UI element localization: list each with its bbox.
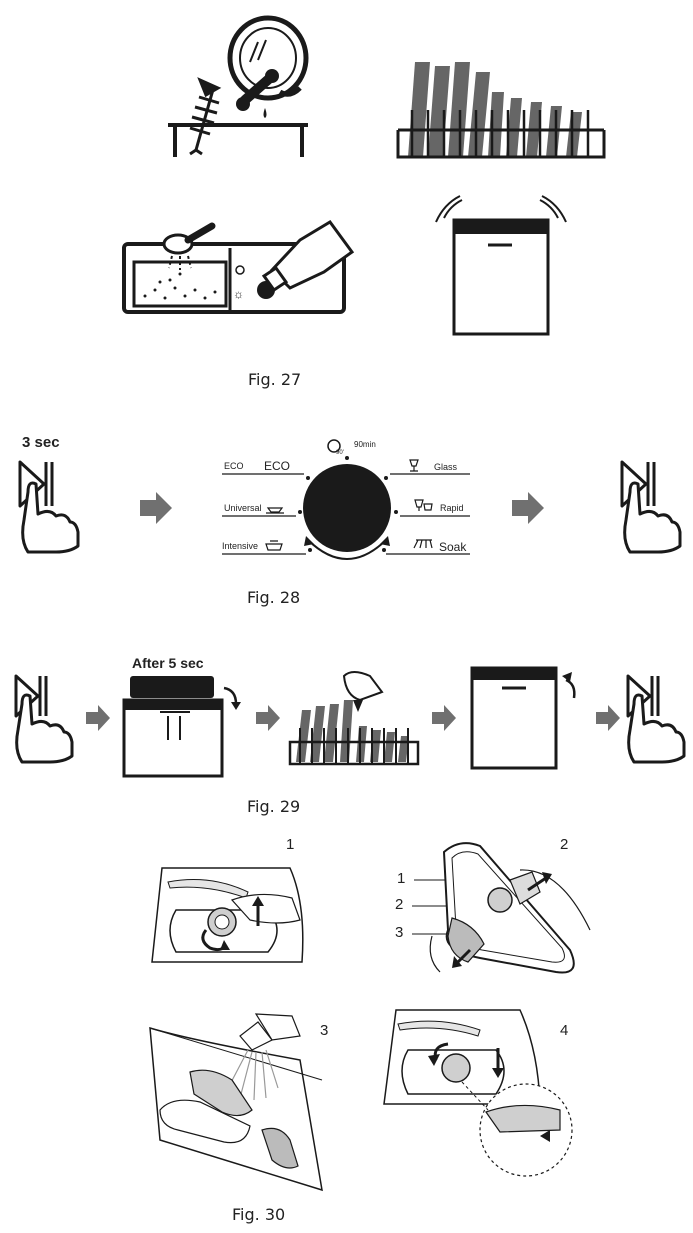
panel-4-number: 4 <box>560 1022 569 1039</box>
dial-soak-label: Soak <box>439 540 467 554</box>
fig28-caption: Fig. 28 <box>247 588 301 607</box>
dial-intensive-label: Intensive <box>222 541 259 551</box>
fig29-caption: Fig. 29 <box>247 797 301 816</box>
callout-2: 2 <box>395 896 404 913</box>
hold-time-label: 3 sec <box>22 434 60 451</box>
fig27-caption: Fig. 27 <box>248 370 302 389</box>
dial-top-label: 90min <box>354 440 376 449</box>
panel-1-number: 1 <box>286 836 295 853</box>
panel-2-number: 2 <box>560 836 569 853</box>
svg-text:90': 90' <box>336 450 344 456</box>
dial-glass-label: Glass <box>434 462 458 472</box>
dial-universal-label: Universal <box>224 503 262 513</box>
dial-eco-symbol: ECO <box>264 459 291 473</box>
dial-eco-label: ECO <box>224 461 244 471</box>
fig30-caption: Fig. 30 <box>232 1205 286 1224</box>
svg-text:☼: ☼ <box>233 287 244 301</box>
panel-3-number: 3 <box>320 1022 329 1039</box>
after-delay-label: After 5 sec <box>132 655 204 671</box>
dial-rapid-label: Rapid <box>440 503 464 513</box>
callout-1: 1 <box>397 870 406 887</box>
callout-3: 3 <box>395 924 404 941</box>
